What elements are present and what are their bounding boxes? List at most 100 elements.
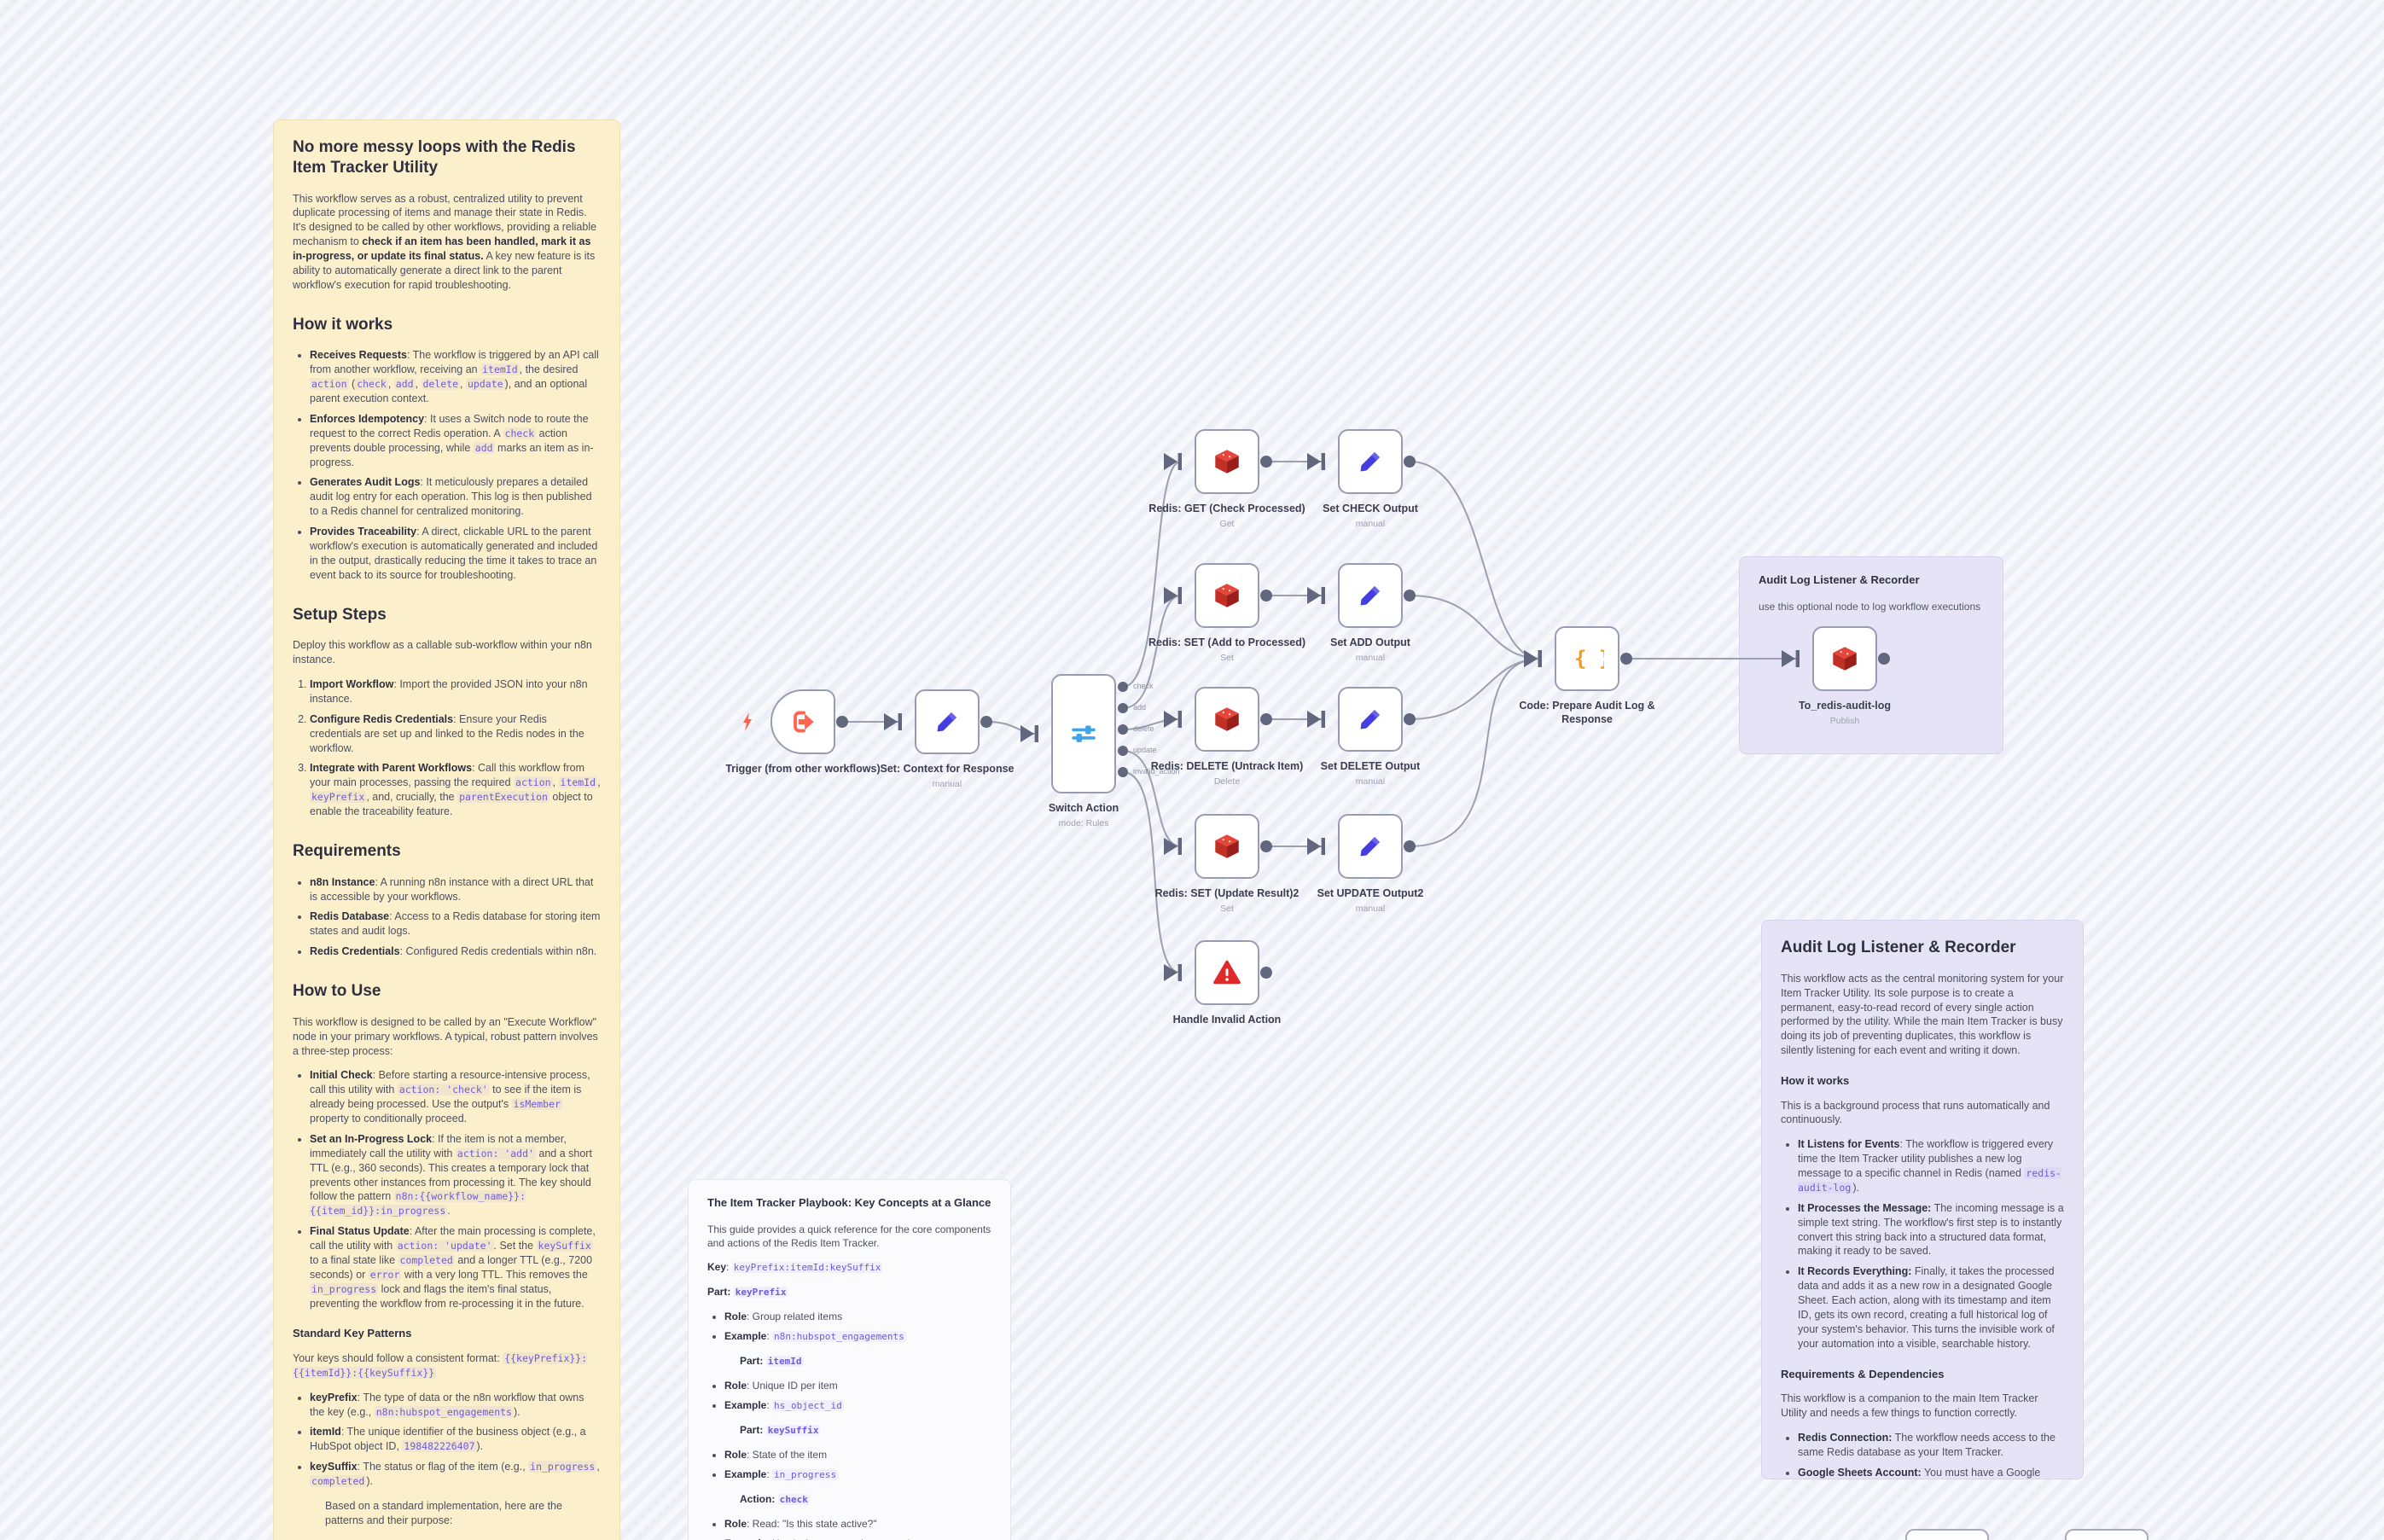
note-list-item: Integrate with Parent Workflows: Call th… <box>310 761 601 819</box>
note-list-item: Generates Audit Logs: It meticulously pr… <box>310 475 601 519</box>
node-label: Trigger (from other workflows) <box>725 763 881 775</box>
note-list-item: Role: Group related items <box>724 1310 991 1323</box>
lightning-bolt-icon <box>743 712 752 731</box>
wire-switch-add[interactable] <box>1122 586 1183 709</box>
note-bullet-list: Role: Unique ID per itemExample: hs_obje… <box>707 1379 991 1413</box>
switch-output-invalid-action: invalid_action <box>1133 767 1180 776</box>
note-bullet-list: Receives Requests: The workflow is trigg… <box>293 348 601 582</box>
node-label: Redis: DELETE (Untrack Item) <box>1150 760 1304 772</box>
note-list-item: It Processes the Message: The incoming m… <box>1798 1201 2064 1259</box>
wire-switch-update[interactable] <box>1122 750 1183 856</box>
note-paragraph: This workflow serves as a robust, centra… <box>293 192 597 291</box>
node-label: Set CHECK Output <box>1323 503 1418 514</box>
note-list-item: keySuffix: The status or flag of the ite… <box>310 1460 601 1489</box>
note-paragraph: Key: keyPrefix:itemId:keySuffix <box>707 1260 883 1273</box>
node-set-add-output[interactable]: Set ADD Output manual <box>1330 563 1410 663</box>
wire-set-switch[interactable] <box>986 721 1039 743</box>
note-list-item: Example: Use before processing a new ite… <box>724 1537 991 1540</box>
note-list-item: Provides Traceability: A direct, clickab… <box>310 525 601 583</box>
note-heading: Standard Key Patterns <box>293 1327 412 1340</box>
note-heading: Requirements <box>293 841 401 860</box>
node-label: Set DELETE Output <box>1320 760 1421 772</box>
node-label: Redis: SET (Add to Processed) <box>1148 636 1306 648</box>
note-heading: How it works <box>293 315 393 334</box>
svg-text:{ }: { } <box>1574 647 1604 671</box>
node-subtitle: Get <box>1219 518 1235 529</box>
note-numbered-list: In-Progress Lock:Full Key Pattern: n8n:h… <box>293 1538 601 1540</box>
note-list-item: keyPrefix: The type of data or the n8n w… <box>310 1391 601 1420</box>
note-list-item: Receives Requests: The workflow is trigg… <box>310 348 601 406</box>
redis-icon <box>1215 834 1239 858</box>
note-list-item: Import Workflow: Import the provided JSO… <box>310 677 601 706</box>
switch-sliders-icon <box>1072 725 1096 742</box>
note-list-item: It Listens for Events: The workflow is t… <box>1798 1137 2064 1195</box>
node-set-context-for-response[interactable]: Set: Context for Response manual <box>881 689 1014 789</box>
node-set-delete-output[interactable]: Set DELETE Output manual <box>1321 687 1420 787</box>
output-ports[interactable] <box>836 456 1890 979</box>
node-label: Code: Prepare Audit Log & Response <box>1519 700 1655 725</box>
note-bullet-list: Role: State of the itemExample: in_progr… <box>707 1448 991 1482</box>
switch-output-update: update <box>1133 746 1157 754</box>
redis-icon <box>1833 647 1857 671</box>
note-list-item: In-Progress Lock:Full Key Pattern: n8n:h… <box>310 1538 601 1540</box>
note-bullet-list: Role: Group related itemsExample: n8n:hu… <box>707 1310 991 1344</box>
partial-node[interactable] <box>1905 1529 1989 1540</box>
wire-setupdate-code[interactable] <box>1409 649 1543 847</box>
wire-switch-check[interactable] <box>1122 452 1183 688</box>
node-label: Switch Action <box>1048 802 1119 814</box>
sticky-note-playbook[interactable]: The Item Tracker Playbook: Key Concepts … <box>688 1179 1011 1540</box>
node-subtitle: Set <box>1220 903 1234 914</box>
node-switch-action[interactable]: Switch Action mode: Rules <box>1049 674 1119 828</box>
node-to-redis-audit-log[interactable]: To_redis-audit-log Publish <box>1799 626 1891 726</box>
node-trigger-from-other-workflows[interactable]: Trigger (from other workflows) <box>725 689 881 775</box>
wire-switch-delete[interactable] <box>1122 710 1183 730</box>
node-set-update-output2[interactable]: Set UPDATE Output2 manual <box>1317 814 1423 914</box>
code-braces-icon: { } <box>1574 647 1604 671</box>
note-list-item: Initial Check: Before starting a resourc… <box>310 1068 601 1126</box>
note-numbered-list: Import Workflow: Import the provided JSO… <box>293 677 601 819</box>
note-paragraph: Part: keySuffix <box>740 1423 821 1436</box>
node-redis-set-add-to-processed[interactable]: Redis: SET (Add to Processed) Set <box>1148 563 1305 663</box>
note-paragraph: use this optional node to log workflow e… <box>1759 600 1981 613</box>
node-subtitle: manual <box>1355 652 1386 663</box>
sticky-note-redis-item-tracker[interactable]: No more messy loops with the Redis Item … <box>273 119 620 1540</box>
note-heading: The Item Tracker Playbook: Key Concepts … <box>707 1196 991 1209</box>
note-paragraph: This workflow is designed to be called b… <box>293 1015 598 1057</box>
node-set-check-output[interactable]: Set CHECK Output manual <box>1323 429 1418 529</box>
wire-setadd-code[interactable] <box>1409 595 1543 668</box>
note-bullet-list: It Listens for Events: The workflow is t… <box>1781 1137 2064 1351</box>
note-list-item: Role: State of the item <box>724 1448 991 1462</box>
node-code-prepare-audit-log[interactable]: { } Code: Prepare Audit Log & Response <box>1519 626 1655 725</box>
partial-node[interactable] <box>2065 1529 2149 1540</box>
node-redis-delete-untrack-item[interactable]: Redis: DELETE (Untrack Item) Delete <box>1151 687 1303 787</box>
note-paragraph: Part: itemId <box>740 1354 804 1367</box>
warning-triangle-icon <box>1213 960 1241 985</box>
note-paragraph: This is a background process that runs a… <box>1781 1099 2050 1126</box>
note-list-item: Google Sheets Account: You must have a G… <box>1798 1466 2064 1479</box>
note-list-item: Redis Credentials: Configured Redis cred… <box>310 944 601 959</box>
node-label: Set ADD Output <box>1330 636 1410 648</box>
note-list-item: Example: hs_object_id <box>724 1398 991 1413</box>
note-list-item: Example: n8n:hubspot_engagements <box>724 1329 991 1344</box>
switch-output-delete: delete <box>1133 724 1154 733</box>
note-paragraph: Action: check <box>740 1492 810 1505</box>
node-handle-invalid-action[interactable]: Handle Invalid Action <box>1173 940 1281 1026</box>
redis-icon <box>1215 584 1239 607</box>
note-list-item: n8n Instance: A running n8n instance wit… <box>310 875 601 904</box>
note-bullet-list: Initial Check: Before starting a resourc… <box>293 1068 601 1310</box>
note-heading: How it works <box>1781 1074 1850 1087</box>
note-list-item: Role: Unique ID per item <box>724 1379 991 1392</box>
node-label: Redis: GET (Check Processed) <box>1148 503 1305 514</box>
node-redis-get-check-processed[interactable]: Redis: GET (Check Processed) Get <box>1148 429 1305 529</box>
node-redis-set-update-result[interactable]: Redis: SET (Update Result)2 Set <box>1155 814 1299 914</box>
node-subtitle: manual <box>1355 518 1386 529</box>
wire-setcheck-code[interactable] <box>1409 461 1543 668</box>
node-label: Handle Invalid Action <box>1172 1014 1282 1026</box>
note-list-item: Redis Connection: The workflow needs acc… <box>1798 1431 2064 1460</box>
note-heading: How to Use <box>293 982 381 1000</box>
wire-switch-invalid[interactable] <box>1122 771 1183 982</box>
pencil-icon <box>937 712 957 732</box>
